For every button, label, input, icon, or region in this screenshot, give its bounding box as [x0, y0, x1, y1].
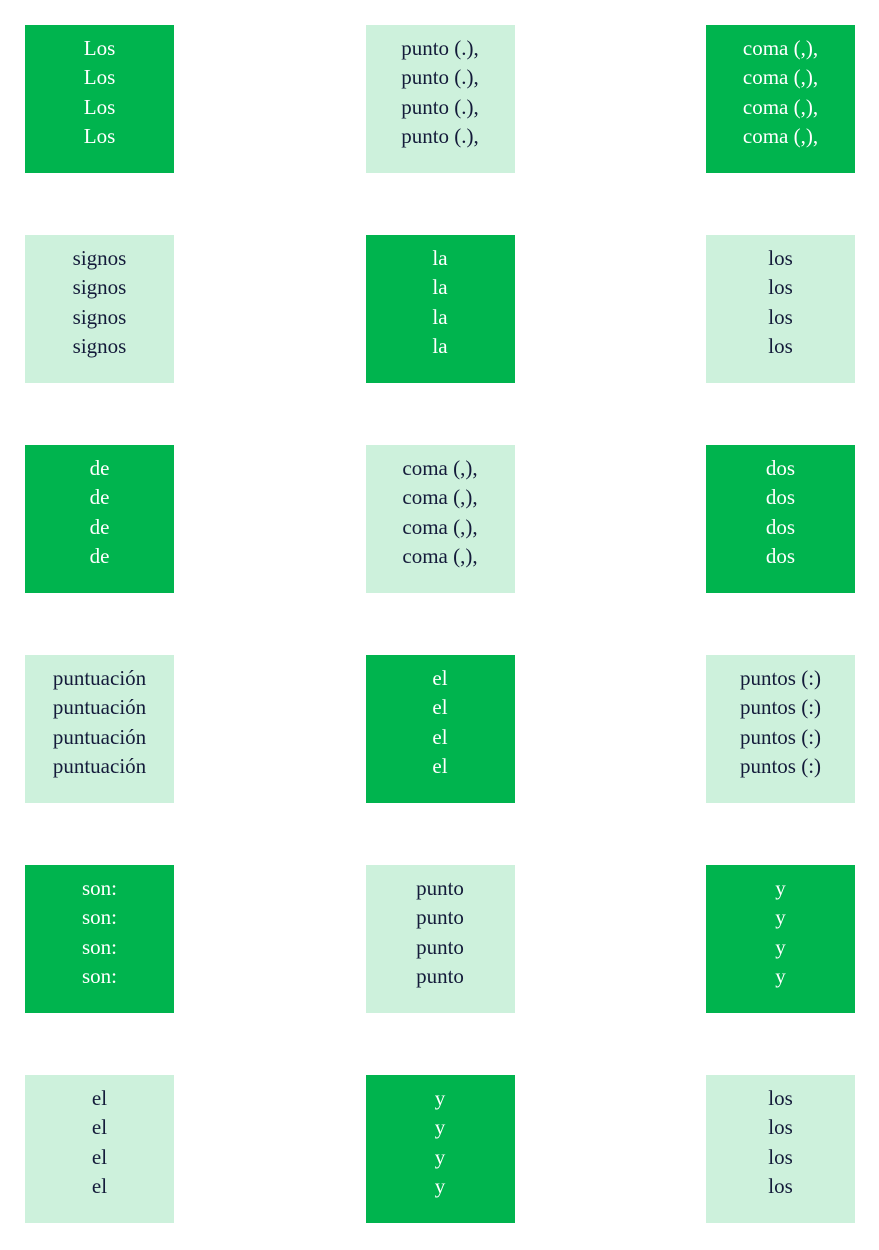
word-card: los los los los [706, 235, 855, 383]
card-line: punto [416, 934, 464, 959]
card-line: los [768, 1086, 793, 1110]
word-card: coma (,), coma (,), coma (,), coma (,), [365, 445, 515, 593]
card-line: coma (,), [402, 514, 478, 539]
card-line: el [432, 666, 448, 690]
card-line: de [89, 485, 110, 510]
card-line: Los [83, 94, 116, 119]
card-line: coma (,), [742, 65, 819, 90]
card-line: son: [81, 963, 117, 988]
word-card: y y y y [365, 1075, 515, 1223]
card-line: y [775, 876, 786, 900]
word-card: son: son: son: son: [25, 865, 174, 1013]
card-line: coma (,), [402, 543, 478, 568]
card-line: son: [81, 905, 117, 930]
card-line: el [91, 1086, 108, 1110]
card-line: los [768, 1173, 793, 1198]
word-card: los los los los [706, 1075, 855, 1223]
card-line: puntos (:) [739, 695, 822, 720]
card-line: coma (,), [402, 485, 478, 510]
card-line: son: [81, 934, 117, 959]
word-card: puntuación puntuación puntuación puntuac… [25, 655, 174, 803]
word-card: coma (,), coma (,), coma (,), coma (,), [706, 25, 855, 173]
card-line: la [432, 246, 448, 270]
card-line: y [434, 1115, 446, 1140]
card-line: punto [416, 876, 464, 900]
card-line: los [768, 275, 793, 300]
word-card: y y y y [706, 865, 855, 1013]
card-line: de [89, 514, 110, 539]
card-line: son: [81, 876, 117, 900]
card-line: y [434, 1086, 446, 1110]
card-line: dos [765, 514, 796, 539]
card-line: coma (,), [742, 123, 819, 148]
card-line: la [432, 333, 448, 358]
card-line: el [91, 1144, 108, 1169]
card-line: coma (,), [742, 94, 819, 119]
card-line: signos [72, 304, 127, 329]
card-line: la [432, 275, 448, 300]
word-card: Los Los Los Los [25, 25, 174, 173]
card-line: de [89, 543, 110, 568]
card-line: signos [72, 333, 127, 358]
card-line: puntuación [52, 666, 147, 690]
word-card: punto (.), punto (.), punto (.), punto (… [365, 25, 515, 173]
card-line: la [432, 304, 448, 329]
card-line: dos [765, 543, 796, 568]
card-line: el [91, 1115, 108, 1140]
card-line: el [432, 724, 448, 749]
card-line: punto [416, 963, 464, 988]
card-line: y [775, 905, 786, 930]
card-line: el [91, 1173, 108, 1198]
card-line: puntos (:) [739, 666, 822, 690]
card-line: el [432, 753, 448, 778]
card-line: de [89, 456, 110, 480]
word-card: de de de de [25, 445, 174, 593]
card-line: Los [83, 65, 116, 90]
card-line: los [768, 1144, 793, 1169]
card-line: y [775, 963, 786, 988]
card-line: dos [765, 456, 796, 480]
word-card: el el el el [365, 655, 515, 803]
card-line: Los [83, 123, 116, 148]
word-card: punto punto punto punto [365, 865, 515, 1013]
card-line: puntuación [52, 724, 147, 749]
card-line: los [768, 246, 793, 270]
word-card: signos signos signos signos [25, 235, 174, 383]
card-line: los [768, 333, 793, 358]
card-line: dos [765, 485, 796, 510]
card-line: y [775, 934, 786, 959]
card-line: el [432, 695, 448, 720]
card-line: puntuación [52, 753, 147, 778]
card-line: coma (,), [402, 456, 478, 480]
word-card: la la la la [365, 235, 515, 383]
card-line: y [434, 1144, 446, 1169]
card-line: coma (,), [742, 36, 819, 60]
card-line: punto (.), [401, 123, 479, 148]
card-line: punto (.), [401, 36, 479, 60]
card-line: Los [83, 36, 116, 60]
word-card: puntos (:) puntos (:) puntos (:) puntos … [706, 655, 855, 803]
card-line: los [768, 304, 793, 329]
word-card: dos dos dos dos [706, 445, 855, 593]
card-line: los [768, 1115, 793, 1140]
word-card-grid: Los Los Los Los punto (.), punto (.), pu… [25, 25, 855, 1223]
card-line: signos [72, 275, 127, 300]
card-line: signos [72, 246, 127, 270]
card-line: puntuación [52, 695, 147, 720]
card-line: y [434, 1173, 446, 1198]
word-card: el el el el [25, 1075, 174, 1223]
card-line: punto (.), [401, 65, 479, 90]
card-line: punto [416, 905, 464, 930]
card-line: puntos (:) [739, 753, 822, 778]
card-line: puntos (:) [739, 724, 822, 749]
card-line: punto (.), [401, 94, 479, 119]
